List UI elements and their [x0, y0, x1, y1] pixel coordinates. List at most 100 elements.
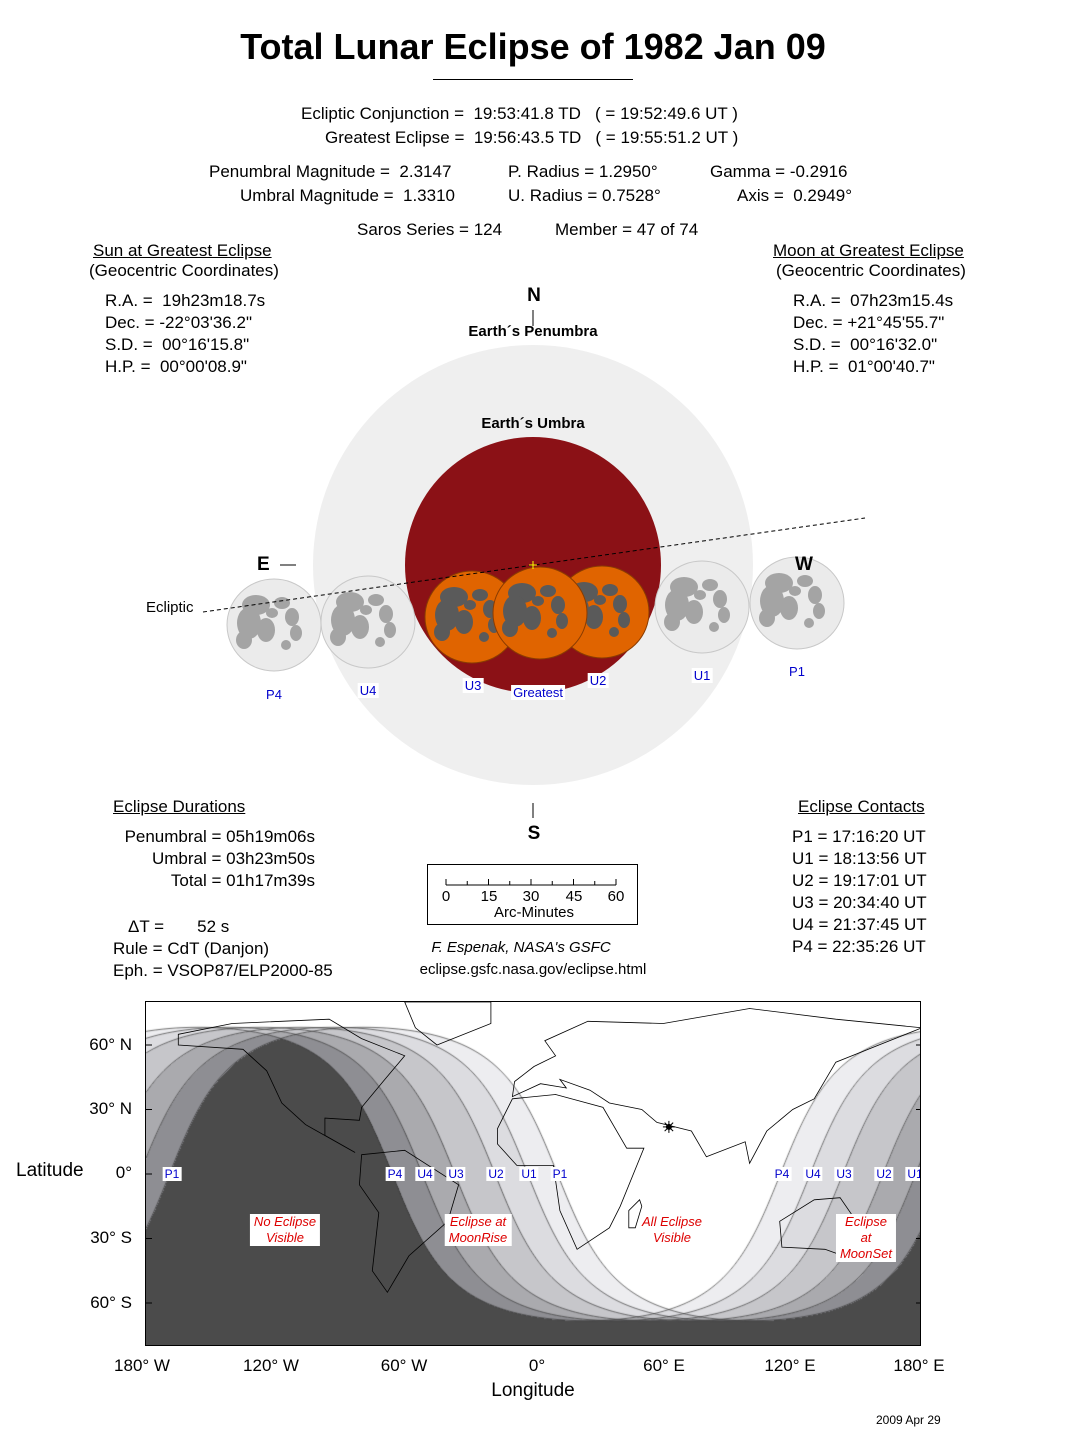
lunar-mare — [665, 589, 689, 621]
lunar-mare — [290, 625, 302, 641]
lunar-mare — [797, 575, 813, 587]
map-line-label-u1: U1 — [905, 1167, 920, 1181]
lunar-mare — [551, 596, 565, 614]
zone-text: No Eclipse — [253, 1214, 317, 1229]
latitude-axis-title: Latitude — [16, 1160, 84, 1181]
scale-tick-label: 30 — [522, 888, 540, 905]
sun-heading: Sun at Greatest Eclipse — [93, 241, 272, 260]
greatest-eclipse-text: Greatest Eclipse = 19:56:43.5 TD ( = 19:… — [325, 128, 739, 147]
map-line-label-u3: U3 — [446, 1167, 466, 1181]
lat-tick-label: 60° S — [90, 1293, 132, 1312]
moon-sd: S.D. = 00°16'32.0" — [793, 335, 938, 354]
map-line-label-u2: U2 — [486, 1167, 506, 1181]
moon-hp: H.P. = 01°00'40.7" — [793, 357, 935, 376]
scale-bar: 0 15 30 45 60 Arc-Minutes — [427, 864, 638, 925]
page-title: Total Lunar Eclipse of 1982 Jan 09 — [240, 26, 826, 67]
zone-text: Visible — [652, 1230, 692, 1245]
lunar-mare — [331, 604, 355, 636]
contact-u1: U1 = 18:13:56 UT — [792, 849, 927, 868]
sun-dec: Dec. = -22°03'36.2" — [105, 313, 252, 332]
lunar-mare — [281, 640, 291, 650]
west-label: W — [795, 554, 813, 575]
lunar-mare — [435, 599, 459, 631]
lon-tick-label: 120° W — [243, 1356, 299, 1375]
lunar-mare — [274, 597, 290, 609]
coastline-south-america — [358, 1149, 460, 1294]
lon-tick-label: 180° W — [114, 1356, 170, 1375]
position-label-p4: P4 — [264, 687, 284, 702]
duration-penumbral: Penumbral = 05h19m06s — [124, 827, 315, 846]
contact-u3: U3 = 20:34:40 UT — [792, 893, 927, 912]
moon-u1 — [654, 560, 750, 654]
lunar-mare — [351, 615, 369, 639]
contact-p1: P1 = 17:16:20 UT — [792, 827, 926, 846]
eclipse-diagram — [202, 310, 866, 818]
lunar-mare — [257, 618, 275, 642]
lunar-mare — [360, 605, 372, 615]
lunar-mare — [285, 608, 299, 626]
date-stamp: 2009 Apr 29 — [876, 1413, 941, 1427]
axis: Axis = 0.2949° — [737, 186, 853, 205]
umbra-label: Earth´s Umbra — [481, 415, 585, 432]
penumbral-magnitude: Penumbral Magnitude = 2.3147 — [209, 162, 452, 181]
contact-p4: P4 = 22:35:26 UT — [792, 937, 926, 956]
lunar-mare — [368, 594, 384, 606]
visibility-map: P1 P4 U4 U3 U2 U1 P1 P4 U4 U3 U2 U1 No E… — [145, 1001, 921, 1346]
lunar-mare — [434, 623, 450, 641]
sun-sd: S.D. = 00°16'15.8" — [105, 335, 250, 354]
saros-member: Member = 47 of 74 — [555, 220, 699, 239]
moon-u4 — [320, 575, 416, 669]
sun-ra: R.A. = 19h23m18.7s — [105, 291, 266, 310]
duration-total: Total = 01h17m39s — [170, 871, 315, 890]
lunar-mare — [455, 610, 473, 634]
lunar-mare — [379, 605, 393, 623]
contact-u2: U2 = 19:17:01 UT — [792, 871, 927, 890]
scale-unit-label: Arc-Minutes — [493, 904, 575, 921]
credit-author: F. Espenak, NASA's GSFC — [431, 939, 611, 956]
map-line-label-u1: U1 — [519, 1167, 539, 1181]
duration-umbral: Umbral = 03h23m50s — [151, 849, 315, 868]
map-line-label-p1: P1 — [550, 1167, 570, 1181]
scale-tick-label: 0 — [441, 888, 451, 905]
lunar-mare — [718, 607, 730, 623]
lunar-mare — [808, 586, 822, 604]
lunar-mare — [613, 595, 627, 613]
delta-t: ΔT = 52 s — [128, 917, 230, 936]
lat-tick-label: 30° N — [89, 1099, 132, 1118]
lunar-mare — [713, 590, 727, 608]
zone-text: All Eclipse — [642, 1214, 702, 1229]
lunar-mare — [780, 596, 798, 620]
moon-ra: R.A. = 07h23m15.4s — [793, 291, 954, 310]
rule: Rule = CdT (Danjon) — [113, 939, 270, 958]
greatest-eclipse-marker-icon — [662, 1120, 675, 1133]
lunar-mare — [594, 595, 606, 605]
lat-tick-label: 60° N — [89, 1035, 132, 1054]
lunar-mare — [479, 632, 489, 642]
north-label: N — [527, 285, 541, 306]
credit-url[interactable]: eclipse.gsfc.nasa.gov/eclipse.html — [419, 961, 647, 978]
scale-tick-label: 60 — [607, 888, 625, 905]
zone-text: Eclipse at — [449, 1214, 507, 1229]
moon-subheading: (Geocentric Coordinates) — [776, 261, 966, 280]
position-label-u4: U4 — [357, 683, 379, 698]
lunar-mare — [709, 622, 719, 632]
lunar-mare — [330, 628, 346, 646]
zone-text: Visible — [265, 1230, 305, 1245]
title-rule — [433, 79, 633, 80]
scale-tick-label: 15 — [480, 888, 498, 905]
lunar-mare — [694, 590, 706, 600]
ephemeris: Eph. = VSOP87/ELP2000-85 — [113, 961, 333, 980]
durations-heading: Eclipse Durations — [113, 797, 246, 816]
map-line-label-u4: U4 — [803, 1167, 823, 1181]
scale-ruler — [445, 879, 617, 886]
map-line-label-p4: P4 — [385, 1167, 405, 1181]
lunar-mare — [502, 619, 518, 637]
u-radius: U. Radius = 0.7528° — [508, 186, 661, 205]
lunar-mare — [237, 607, 261, 639]
coastline-madagascar — [628, 1199, 643, 1229]
lunar-mare — [375, 637, 385, 647]
lunar-mare — [556, 613, 568, 629]
saros-series: Saros Series = 124 — [357, 220, 503, 239]
lon-tick-label: 60° W — [380, 1356, 428, 1375]
